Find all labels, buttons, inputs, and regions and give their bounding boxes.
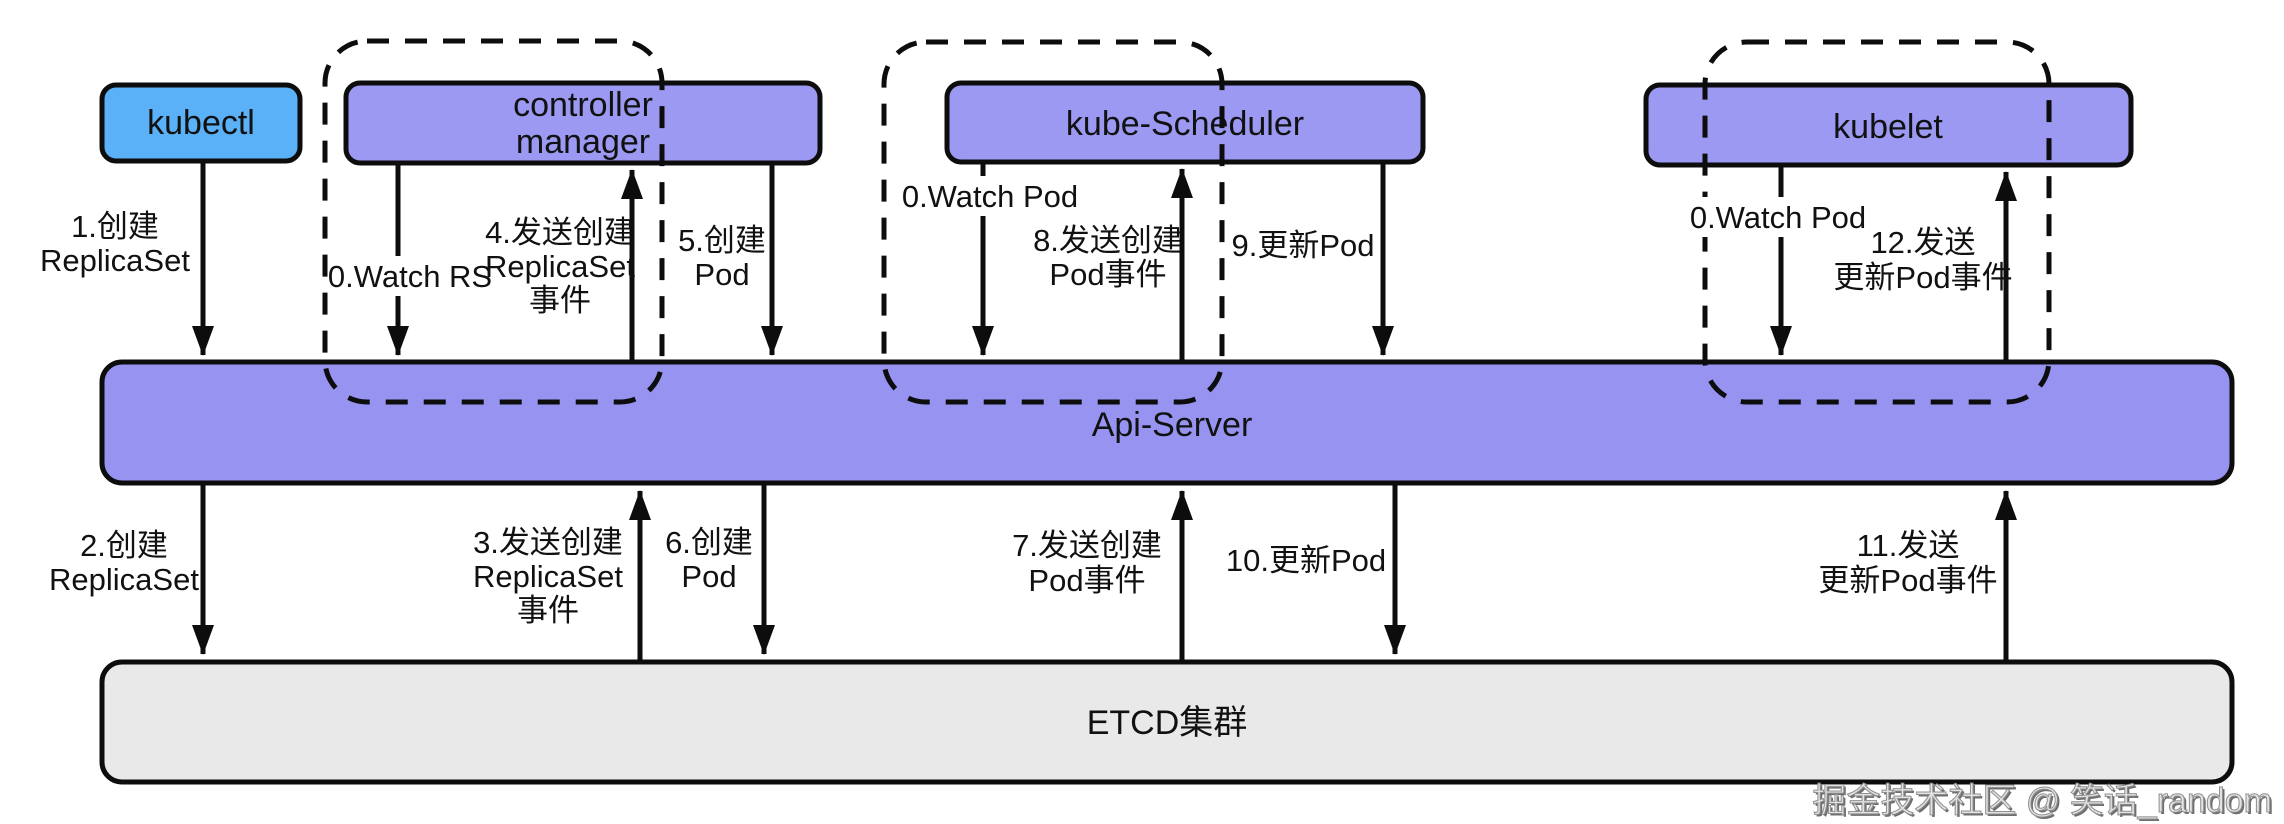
api-server-box: [99, 359, 2235, 486]
kubectl-label: kubectl: [147, 104, 255, 142]
label-watch-pod-kubelet-bg: [1690, 197, 1868, 237]
label-step8: 8.发送创建 Pod事件: [1033, 223, 1183, 292]
label-step7: 7.发送创建 Pod事件: [1012, 528, 1162, 598]
label-watch-pod-kubelet: 0.Watch Pod: [1690, 197, 1868, 237]
kubelet-box: [1643, 82, 2134, 168]
label-step7-line2: Pod事件: [1028, 563, 1145, 598]
label-step9: 9.更新Pod: [1231, 228, 1374, 263]
label-step2: 2.创建 ReplicaSet: [49, 528, 199, 597]
label-step4-line3: 事件: [529, 283, 591, 318]
label-step12-line2: 更新Pod事件: [1833, 260, 2012, 295]
label-step12: 12.发送 更新Pod事件: [1833, 225, 2012, 295]
label-watch-rs: 0.Watch RS: [328, 256, 492, 296]
node-api-server: [99, 359, 2235, 486]
label-step3-line2: ReplicaSet: [473, 559, 623, 594]
label-step1-line1: 1.创建: [71, 209, 159, 244]
controller-manager-label-line1: controller: [513, 86, 653, 124]
label-step6-line1: 6.创建: [665, 525, 753, 560]
api-server-label: Api-Server: [1092, 406, 1253, 444]
label-step4-line1: 4.发送创建: [485, 215, 635, 250]
node-kubectl: kubectl: [99, 82, 303, 164]
label-step8-line2: Pod事件: [1049, 257, 1166, 292]
kube-scheduler-box: [944, 80, 1426, 165]
label-step3-line3: 事件: [517, 593, 579, 628]
node-etcd: ETCD集群: [99, 659, 2235, 785]
label-step6-line2: Pod: [681, 559, 736, 594]
label-step3: 3.发送创建 ReplicaSet 事件: [473, 525, 623, 628]
label-step5: 5.创建 Pod: [678, 223, 766, 292]
etcd-box: [99, 659, 2235, 785]
etcd-label: ETCD集群: [1087, 704, 1248, 742]
label-step7-line1: 7.发送创建: [1012, 528, 1162, 563]
label-step1-line2: ReplicaSet: [40, 243, 190, 278]
controller-manager-box: [343, 80, 823, 166]
label-step2-line1: 2.创建: [80, 528, 168, 563]
label-step10: 10.更新Pod: [1226, 543, 1386, 578]
label-watch-rs-text: 0.Watch RS: [328, 259, 492, 294]
label-step11-line2: 更新Pod事件: [1818, 563, 1997, 598]
label-step4-line2: ReplicaSet: [485, 249, 635, 284]
label-step11-line1: 11.发送: [1857, 528, 1960, 563]
label-watch-pod-scheduler-bg: [902, 176, 1080, 216]
label-step8-line1: 8.发送创建: [1033, 223, 1183, 258]
label-step3-line1: 3.发送创建: [473, 525, 623, 560]
label-step4: 4.发送创建 ReplicaSet 事件: [485, 215, 635, 318]
label-watch-rs-bg: [330, 256, 490, 296]
kube-scheduler-label: kube-Scheduler: [1066, 105, 1304, 143]
label-step11: 11.发送 更新Pod事件: [1818, 528, 1997, 598]
label-step6: 6.创建 Pod: [665, 525, 753, 594]
label-step12-line1: 12.发送: [1870, 225, 1975, 260]
label-watch-pod-kubelet-text: 0.Watch Pod: [1690, 200, 1866, 235]
kubelet-label: kubelet: [1833, 108, 1943, 146]
watch-zone-controller-manager: [322, 38, 665, 405]
node-kube-scheduler: kube-Scheduler: [944, 80, 1426, 165]
label-step5-line2: Pod: [694, 257, 749, 292]
label-step5-line1: 5.创建: [678, 223, 766, 258]
label-watch-pod-scheduler: 0.Watch Pod: [902, 176, 1080, 216]
label-watch-pod-scheduler-text: 0.Watch Pod: [902, 179, 1078, 214]
watermark-shadow-text: 掘金技术社区 @ 笑话_random: [1814, 784, 2274, 822]
watermark-text: 掘金技术社区 @ 笑话_random: [1812, 782, 2272, 820]
node-controller-manager: controller manager: [343, 80, 823, 166]
watermark: 掘金技术社区 @ 笑话_random 掘金技术社区 @ 笑话_random: [1812, 782, 2274, 823]
label-step1: 1.创建 ReplicaSet: [40, 209, 190, 278]
node-kubelet: kubelet: [1643, 82, 2134, 168]
watch-zone-kube-scheduler: [881, 39, 1225, 405]
label-step2-line2: ReplicaSet: [49, 562, 199, 597]
watch-zone-kubelet: [1702, 39, 2052, 405]
controller-manager-label-line2: manager: [516, 123, 650, 161]
